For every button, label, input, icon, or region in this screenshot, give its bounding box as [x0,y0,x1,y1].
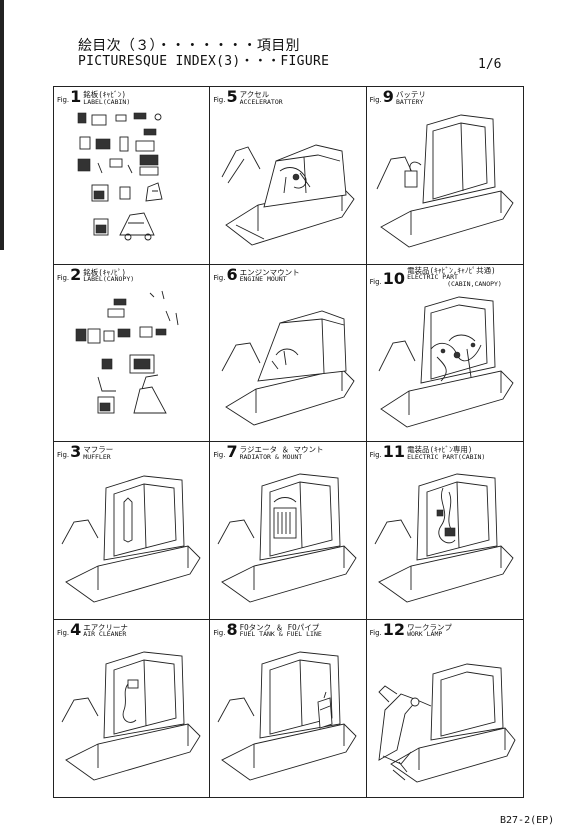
figure-number: 5 [226,87,238,106]
radiator-illustration [217,473,357,603]
figure-number: 12 [382,619,406,639]
fuel-tank-illustration [217,651,357,780]
figure-title-en: RADIATOR & MOUNT [239,452,303,461]
figure-number: 8 [226,619,238,639]
document-code: B27-2(EP) [500,815,555,826]
figure-cell[interactable]: Fig. 2 銘板(ｷｬﾉﾋﾟ)LABEL(CANOPY) [54,264,211,442]
figure-cell[interactable]: Fig. 10 電装品(ｷｬﾋﾞﾝ,ｷｬﾉﾋﾟ共通)ELECTRIC PART(… [366,265,523,442]
figure-cell[interactable]: Fig. 11 電装品(ｷｬﾋﾞﾝ専用)ELECTRIC PART(CABIN) [366,442,523,620]
figure-title-ja: エアクリーナ [83,622,128,632]
figure-title-ja: アクセル [239,90,270,99]
figure-title-en: LABEL(CANOPY) [83,275,135,283]
figure-title-ja: バッテリ [395,90,426,99]
figure-title-ja: FOタンク ＆ FOパイプ [239,622,320,632]
figure-label: Fig. 1 銘板(ｷｬﾋﾞﾝ)LABEL(CABIN) [57,89,130,105]
air-cleaner-illustration [61,651,201,780]
figure-label: Fig. 10 電装品(ｷｬﾋﾞﾝ,ｷｬﾉﾋﾟ共通)ELECTRIC PART(… [369,265,502,288]
figure-number: 2 [70,264,82,284]
label-sheet-illustration [77,112,163,241]
figure-label: Fig. 2 銘板(ｷｬﾉﾋﾟ)LABEL(CANOPY) [57,264,135,284]
battery-illustration [376,114,514,248]
page-number: 1/6 [478,57,502,72]
figure-title-ja: ワークランプ [407,622,452,632]
figure-number: 11 [382,442,406,461]
figure-title-en: AIR CLEANER [83,630,127,638]
figure-title-ja: 電装品(ｷｬﾋﾞﾝ,ｷｬﾉﾋﾟ共通) [407,265,496,275]
figure-number: 6 [226,264,238,284]
figure-title-en: MUFFLER [83,452,111,461]
label-sheet-illustration [75,290,179,413]
fig-prefix: Fig. [213,96,226,104]
figure-number: 4 [70,619,82,639]
fig-prefix: Fig. [369,628,382,637]
title-english: PICTURESQUE INDEX(3)・・・FIGURE [78,54,330,69]
fig-prefix: Fig. [57,451,70,459]
title-japanese: 絵目次（３）・・・・・・・項目別 [78,38,300,54]
fig-prefix: Fig. [57,628,70,637]
fig-prefix: Fig. [213,451,226,459]
figure-title-en: ACCELERATOR [239,97,283,106]
figure-title-en: FUEL TANK & FUEL LINE [239,630,322,638]
fig-prefix: Fig. [369,278,382,286]
fig-prefix: Fig. [369,96,382,104]
figure-title-ja: エンジンマウント [239,267,300,277]
figure-number: 3 [70,442,82,461]
figure-title-ja: 銘板(ｷｬﾋﾞﾝ) [83,90,127,99]
figure-title-en: LABEL(CABIN) [83,97,131,106]
figure-title-ja: 銘板(ｷｬﾉﾋﾟ) [83,267,127,277]
figure-number: 10 [382,269,406,288]
figure-number: 9 [382,87,394,106]
figure-title-en: ELECTRIC PART(CABIN) [407,452,486,461]
figure-title-ja: マフラー [83,445,114,454]
figure-title-en: ENGINE MOUNT [239,275,287,283]
figure-title-en: ELECTRIC PART [407,273,458,281]
work-lamp-illustration [378,663,516,782]
figure-title-subtitle: (CABIN,CANOPY) [447,279,502,288]
binding-edge [0,0,4,250]
electric-part-cabin-illustration [374,473,514,603]
fig-prefix: Fig. [57,96,70,104]
figure-number: 7 [226,442,238,461]
fig-prefix: Fig. [213,273,226,282]
figure-index-grid: Fig. 1 銘板(ｷｬﾋﾞﾝ)LABEL(CABIN) Fig. 5 [53,86,524,798]
figure-title-ja: ラジエータ ＆ マウント [239,445,324,454]
muffler-illustration [61,475,201,603]
figure-title-en: BATTERY [395,97,424,106]
figure-title-ja: 電装品(ｷｬﾋﾞﾝ専用) [407,445,473,454]
figure-cell[interactable]: Fig. 1 銘板(ｷｬﾋﾞﾝ)LABEL(CABIN) [54,87,211,265]
fig-prefix: Fig. [213,628,226,637]
engine-mount-illustration [221,310,355,425]
figure-number: 1 [70,87,82,106]
figure-label: Fig. 11 電装品(ｷｬﾋﾞﾝ専用)ELECTRIC PART(CABIN) [370,444,486,460]
accelerator-illustration [221,144,355,246]
fig-prefix: Fig. [57,273,70,282]
figure-title-en: WORK LAMP [407,630,443,638]
fig-prefix: Fig. [369,451,382,459]
electric-part-illustration [378,296,514,427]
